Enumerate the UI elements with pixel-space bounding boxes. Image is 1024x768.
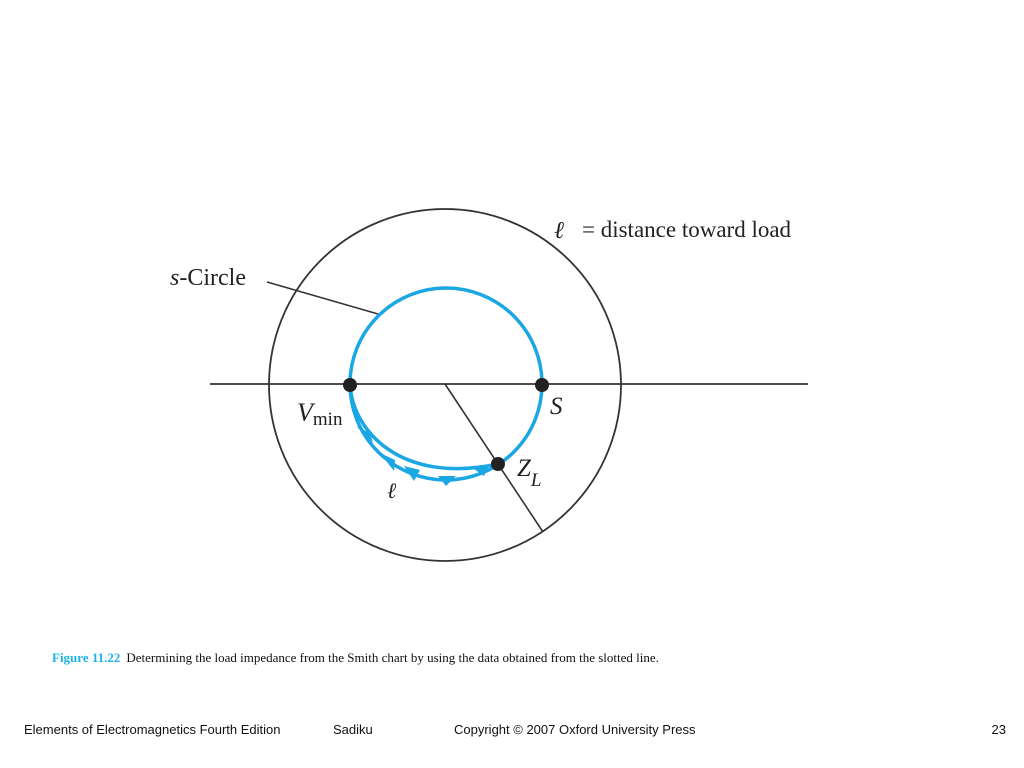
arrow-head xyxy=(404,466,420,481)
arrow-head xyxy=(438,476,456,486)
footer-author: Sadiku xyxy=(333,722,373,737)
s-point-label: S xyxy=(550,393,563,420)
distance-annotation: = distance toward load xyxy=(582,217,792,242)
s-circle-leader-line xyxy=(266,281,379,315)
s-point xyxy=(535,378,549,392)
zl-point xyxy=(491,457,505,471)
smith-chart-diagram: ℓ = distance toward load s-Circle Vmin S… xyxy=(170,208,808,562)
figure-caption: Figure 11.22 Determining the load impedan… xyxy=(52,650,992,666)
arrow-head xyxy=(380,453,395,471)
footer-copyright: Copyright © 2007 Oxford University Press xyxy=(454,722,696,737)
vmin-point xyxy=(343,378,357,392)
caption-text: Determining the load impedance from the … xyxy=(126,650,659,665)
figure-number: Figure 11.22 xyxy=(52,650,121,665)
ell-symbol: ℓ xyxy=(554,218,564,244)
vmin-label: Vmin xyxy=(297,398,343,430)
radial-line-to-zl xyxy=(444,383,544,533)
arrow-head xyxy=(356,426,373,443)
zl-label: ZL xyxy=(517,455,541,491)
footer-page-number: 23 xyxy=(991,722,1006,737)
smith-chart-outer-circle xyxy=(268,208,622,562)
path-length-label: ℓ xyxy=(387,478,397,503)
footer-book-title: Elements of Electromagnetics Fourth Edit… xyxy=(24,722,281,737)
arrow-head xyxy=(474,464,490,476)
s-circle-label: s-Circle xyxy=(170,265,246,291)
path-toward-load xyxy=(348,383,499,471)
